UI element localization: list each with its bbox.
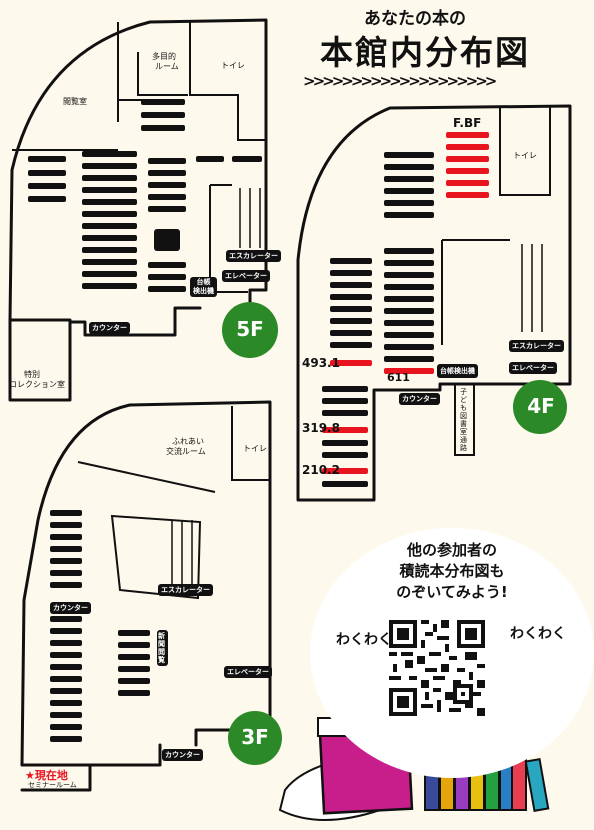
label-4f-children: 子ども図書室通路 <box>460 388 467 452</box>
label-4f-fbf: F.BF <box>453 116 482 130</box>
floor-3f <box>20 400 282 792</box>
badge-5f-circle <box>222 302 278 358</box>
cta-line-2: 積読本分布図も <box>399 562 505 580</box>
shelf-label-319: 319.8 <box>302 421 340 435</box>
label-5f-newspaper-1: 台帳 <box>196 278 211 286</box>
label-3f-exchange-2: 交流ルーム <box>166 447 206 456</box>
shelf-label-493: 493.1 <box>302 356 340 370</box>
badge-3f-circle <box>228 711 282 765</box>
badge-4f: 4F <box>527 394 555 418</box>
label-5f-escalator: エスカレーター <box>226 250 281 262</box>
shelves-4f <box>322 132 489 487</box>
label-5f-multipurpose-1: 多目的 <box>152 52 176 61</box>
chevron-divider: >>>>>>>>>>>>>>>>>>>> <box>303 72 497 90</box>
shelves-5f <box>28 99 262 292</box>
shelf-label-210: 210.2 <box>302 463 340 477</box>
qr-code[interactable] <box>389 620 485 716</box>
label-5f-elevator: エレベーター <box>222 270 270 282</box>
label-5f-reading: 閲覧室 <box>63 97 87 106</box>
badge-4f-circle <box>513 380 567 434</box>
label-4f-elevator: エレベーター <box>509 362 557 374</box>
cta-line-3: のぞいてみよう! <box>396 583 508 601</box>
label-4f-counter: カウンター <box>399 393 440 405</box>
label-4f-toilet: トイレ <box>513 151 537 160</box>
label-5f-special-1: 特別 <box>24 370 40 379</box>
cta-line-1: 他の参加者の <box>406 541 497 559</box>
label-3f-elevator: エレベーター <box>224 666 272 678</box>
label-3f-escalator: エスカレーター <box>158 584 213 596</box>
page-subtitle: あなたの本の <box>364 9 466 29</box>
badge-3f: 3F <box>241 725 269 749</box>
label-3f-newspaper: 新聞閲覧 <box>157 630 168 666</box>
shelves-3f <box>50 510 150 742</box>
waku-right: わくわく <box>510 626 566 642</box>
label-5f-special-2: コレクション室 <box>9 380 65 389</box>
shelf-label-611: 611 <box>387 371 410 384</box>
floor-4f <box>296 104 572 502</box>
label-4f-escalator: エスカレーター <box>509 340 564 352</box>
label-3f-counter-2: カウンター <box>162 749 203 761</box>
label-5f-newspaper-2: 検出機 <box>193 287 214 295</box>
floor-5f <box>8 18 278 402</box>
label-3f-toilet: トイレ <box>243 444 267 453</box>
qr-code-pattern <box>389 620 485 716</box>
current-location-marker: ★現在地 <box>25 769 68 782</box>
badge-5f: 5F <box>236 317 264 341</box>
label-5f-newspaper: 台帳 検出機 <box>190 277 217 297</box>
label-5f-counter: カウンター <box>89 322 130 334</box>
label-5f-multipurpose-2: ルーム <box>155 62 179 71</box>
label-3f-exchange-1: ふれあい <box>172 437 204 446</box>
waku-left: わくわく <box>336 632 392 648</box>
cta-text: 他の参加者の 積読本分布図も のぞいてみよう! <box>352 540 552 603</box>
page-title: 本館内分布図 <box>320 33 530 72</box>
label-4f-newspaper: 台帳検出機 <box>437 364 478 378</box>
label-5f-toilet: トイレ <box>221 61 245 70</box>
label-3f-counter-1: カウンター <box>50 602 91 614</box>
label-3f-seminar: セミナールーム <box>28 781 77 789</box>
